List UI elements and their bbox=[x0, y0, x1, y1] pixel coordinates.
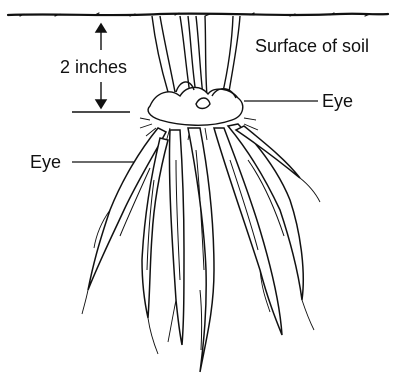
soil-surface-line bbox=[8, 13, 388, 16]
depth-label: 2 inches bbox=[60, 57, 127, 77]
plant-stems bbox=[152, 16, 240, 98]
tuberous-roots bbox=[88, 124, 303, 372]
eye-right-label: Eye bbox=[322, 91, 353, 111]
crown-buds bbox=[148, 82, 243, 125]
surface-label: Surface of soil bbox=[255, 36, 369, 56]
eye-left-label: Eye bbox=[30, 152, 61, 172]
